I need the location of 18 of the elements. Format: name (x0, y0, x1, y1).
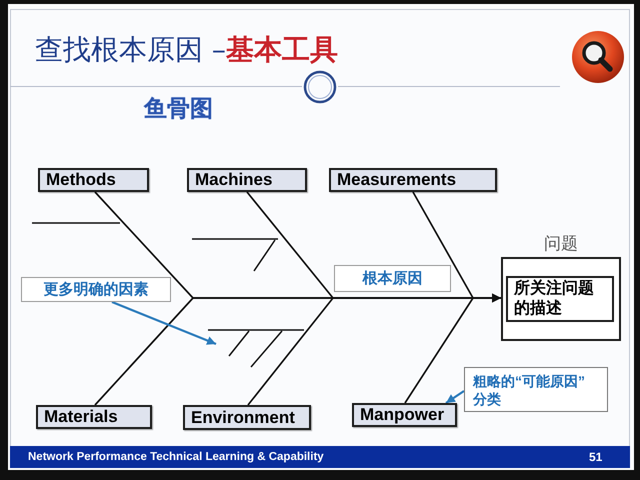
category-box: Methods (38, 168, 149, 192)
box-heading: 问题 (544, 234, 578, 254)
problem-description-box: 所关注问题的描述 (506, 276, 614, 322)
category-box: Machines (187, 168, 307, 192)
pointer-arrow (112, 300, 216, 346)
category-box: Measurements (329, 168, 497, 192)
category-box: Materials (36, 405, 152, 429)
callout-box: 更多明确的因素 (21, 277, 171, 302)
callout-box: 根本原因 (334, 265, 451, 292)
category-box: Manpower (352, 403, 457, 427)
slide-title: 查找根本原因 –基本工具 (35, 32, 338, 68)
diagram-heading: 鱼骨图 (144, 94, 213, 122)
footer-text: Network Performance Technical Learning & Capability (28, 450, 324, 464)
category-box: Environment (183, 405, 311, 430)
page-number: 51 (589, 450, 602, 464)
bone-arrow (404, 294, 501, 404)
callout-box: 粗略的“可能原因”分类 (464, 367, 608, 412)
pointer-arrow (445, 390, 465, 404)
